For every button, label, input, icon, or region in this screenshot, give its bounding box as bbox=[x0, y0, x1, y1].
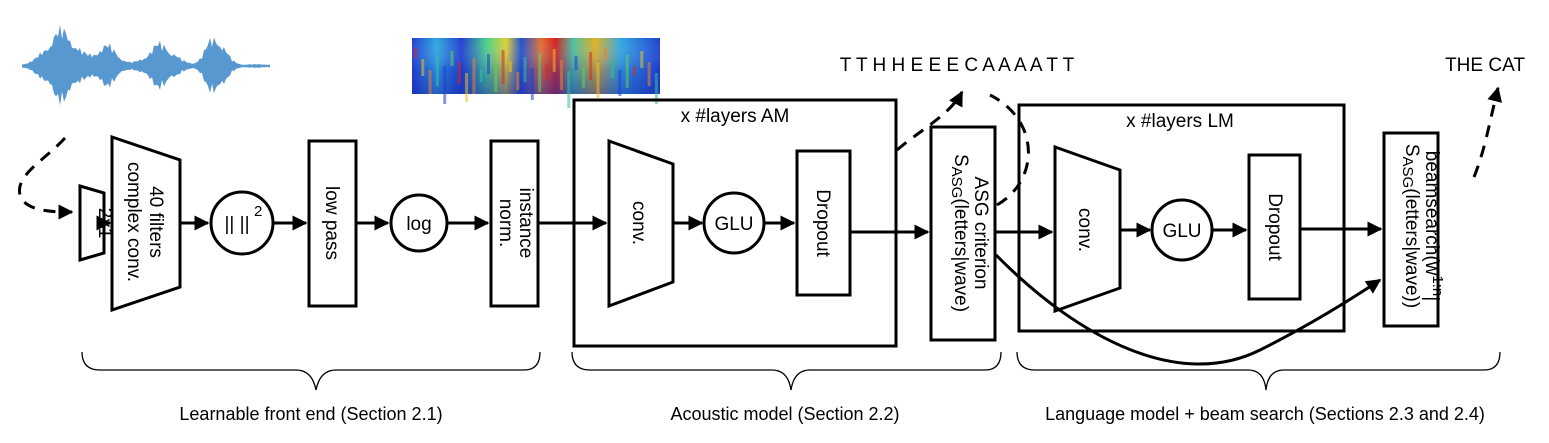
complex-conv-block: 40 filters complex conv. bbox=[110, 134, 182, 313]
acoustic-brace bbox=[571, 351, 1002, 391]
asg-label-1: ASG criterion bbox=[970, 177, 991, 290]
asg-label-2: SASG(letters|wave) bbox=[948, 154, 971, 312]
lm-dropout-block bbox=[1247, 153, 1302, 301]
instance-norm-block: instance norm. bbox=[489, 139, 540, 308]
complex-conv-label-1: 40 filters bbox=[145, 186, 166, 258]
spectrogram-image bbox=[412, 38, 660, 108]
am-conv-label: conv. bbox=[628, 201, 649, 245]
lm-glu-label: GLU bbox=[1162, 221, 1201, 242]
instance-norm-label-2: norm. bbox=[495, 199, 516, 248]
am-dropout-block bbox=[795, 149, 852, 297]
caption-front-end: Learnable front end (Section 2.1) bbox=[179, 404, 442, 424]
am-glu-label: GLU bbox=[714, 214, 753, 235]
modulus-exponent: 2 bbox=[254, 203, 262, 220]
low-pass-block: low pass bbox=[307, 139, 358, 308]
acoustic-model-title: x #layers AM bbox=[681, 106, 790, 127]
low-pass-label: low pass bbox=[321, 186, 342, 260]
beamsearch-label-1: beamsearch(w1:n| bbox=[1421, 151, 1446, 301]
language-brace bbox=[1016, 351, 1501, 391]
asg-skip-arrow bbox=[994, 253, 1382, 366]
modulus-squared-node: || || 2 bbox=[209, 190, 275, 256]
language-model-title: x #layers LM bbox=[1126, 111, 1234, 132]
waveform-image bbox=[22, 24, 270, 106]
lm-conv-label: conv. bbox=[1074, 208, 1095, 252]
beamsearch-block: beamsearch(w1:n| SASG(letters|wave)) bbox=[1382, 131, 1446, 328]
word-output: THE CAT bbox=[1445, 55, 1525, 76]
am-dropout-label: Dropout bbox=[812, 189, 833, 257]
asg-criterion-block: ASG criterion SASG(letters|wave) bbox=[929, 125, 997, 342]
input-dashed-arrow bbox=[18, 136, 74, 220]
instance-norm-label-1: instance bbox=[515, 188, 536, 259]
front-end-brace bbox=[81, 351, 541, 391]
am-conv-block bbox=[607, 138, 675, 309]
caption-language-model: Language model + beam search (Sections 2… bbox=[1045, 404, 1485, 424]
log-label: log bbox=[406, 214, 431, 235]
acoustic-model-group: x #layers AM conv. GLU Dropout bbox=[572, 98, 898, 348]
am-output-dashed-arrow bbox=[896, 90, 964, 152]
beamsearch-dashed-arrow bbox=[1472, 86, 1503, 178]
caption-acoustic-model: Acoustic model (Section 2.2) bbox=[670, 404, 899, 424]
lm-dropout-label: Dropout bbox=[1264, 193, 1285, 261]
beamsearch-label-2: SASG(letters|wave)) bbox=[1399, 144, 1422, 308]
letter-sequence-output: T T H H E E E C A A A A T T bbox=[840, 55, 1075, 76]
lm-conv-block bbox=[1053, 144, 1122, 314]
complex-conv-label-2: complex conv. bbox=[123, 162, 144, 282]
language-model-group: x #layers LM conv. GLU Dropout bbox=[1017, 103, 1346, 333]
asg-dashed-arrow bbox=[989, 93, 1030, 207]
modulus-label: || || bbox=[224, 214, 249, 235]
log-node: log bbox=[389, 193, 449, 253]
